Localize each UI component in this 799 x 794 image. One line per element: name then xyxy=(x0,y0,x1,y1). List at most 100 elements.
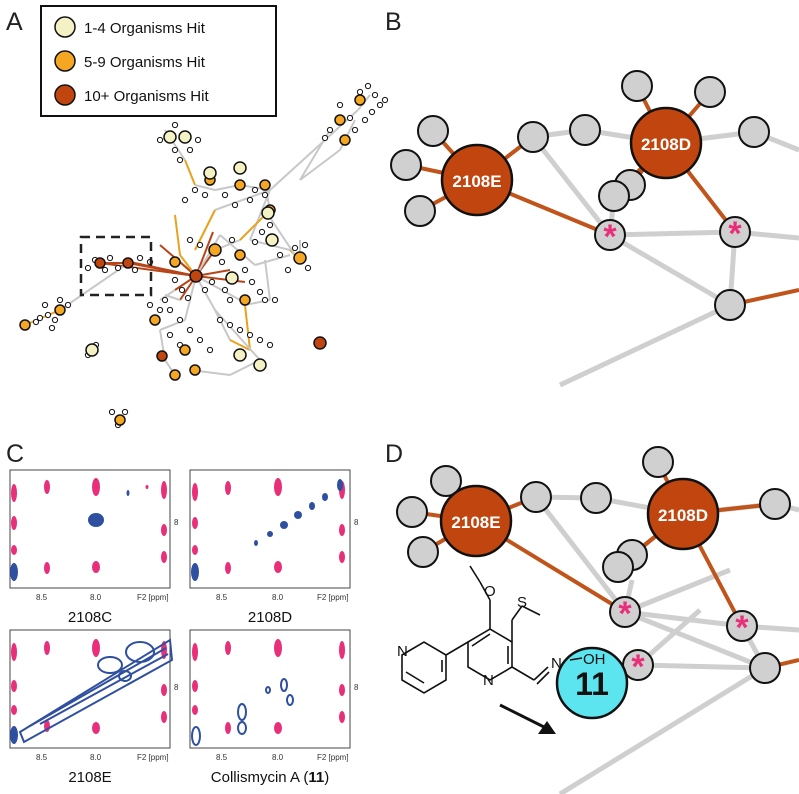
network-node xyxy=(233,161,247,175)
network-node xyxy=(266,221,274,229)
network-edge xyxy=(174,214,181,256)
tick-label: 8.5 xyxy=(36,593,48,602)
network-node xyxy=(336,101,344,109)
network-edge xyxy=(164,294,181,301)
network-node xyxy=(221,286,229,294)
network-node xyxy=(166,331,174,339)
network-node xyxy=(221,191,229,199)
arrow-head-icon xyxy=(538,721,556,734)
network-node xyxy=(171,146,179,154)
network-node xyxy=(225,271,239,285)
network-node xyxy=(186,326,194,334)
network-edge xyxy=(195,275,241,301)
network-node xyxy=(176,316,184,324)
tick-label: 8.0 xyxy=(272,593,284,602)
graph-node xyxy=(407,536,439,568)
spectrum-collismycin-a: 8.5 8.0 F2 [ppm] 8 Collismycin A (11) xyxy=(189,629,359,786)
tick-label: 8.5 xyxy=(216,753,228,762)
node-2108d-label: 2108D xyxy=(641,135,691,154)
network-node xyxy=(94,257,106,269)
network-node xyxy=(364,82,372,90)
network-node xyxy=(181,196,189,204)
panel-label-b: B xyxy=(385,8,402,36)
network-edge xyxy=(194,184,216,191)
graph-node xyxy=(390,149,422,181)
starred-node xyxy=(719,216,751,248)
network-node xyxy=(54,304,66,316)
y-tick-label: 8 xyxy=(354,683,359,692)
network-node xyxy=(201,191,209,199)
tick-label: 8.5 xyxy=(216,593,228,602)
network-node xyxy=(186,236,194,244)
network-node xyxy=(256,288,264,296)
network-node xyxy=(156,306,164,314)
network-zoom-d: * * * 2108E 2108D 11 xyxy=(396,446,799,794)
node-2108d-label: 2108D xyxy=(658,506,708,525)
starred-node xyxy=(594,219,626,251)
network-edge xyxy=(195,234,221,277)
methoxy-oxygen: O xyxy=(484,583,496,600)
f2-label: F2 [ppm] xyxy=(317,593,349,602)
graph-node xyxy=(430,465,462,497)
network-node xyxy=(256,336,264,344)
network-node xyxy=(258,228,266,236)
star-marker: * xyxy=(603,218,617,256)
network-node xyxy=(313,336,327,350)
network-node xyxy=(293,251,307,265)
network-node xyxy=(19,319,31,331)
network-edge xyxy=(195,231,214,277)
network-node xyxy=(169,256,181,268)
network-node xyxy=(234,249,246,261)
nmr-spectra: 8.5 8.0 F2 [ppm] 8 2108C 8.5 8.0 F2 [ppm… xyxy=(9,469,359,786)
network-node xyxy=(226,296,234,304)
network-edge xyxy=(264,259,271,301)
network-node xyxy=(32,318,40,326)
network-node xyxy=(178,130,192,144)
network-edge xyxy=(214,309,231,341)
network-node xyxy=(149,314,161,326)
network-node xyxy=(122,257,134,269)
network-node xyxy=(36,314,44,322)
network-node xyxy=(196,336,204,344)
network-node xyxy=(321,134,329,142)
legend-label-high: 10+ Organisms Hit xyxy=(84,88,209,105)
network-edge xyxy=(214,189,271,211)
node-2108d xyxy=(629,106,703,180)
network-node xyxy=(246,331,254,339)
graph-node xyxy=(714,289,746,321)
network-node xyxy=(231,201,239,209)
f2-label: F2 [ppm] xyxy=(317,753,349,762)
network-edge xyxy=(254,254,291,266)
molecule-structure xyxy=(401,565,583,694)
network-node xyxy=(169,369,181,381)
network-node xyxy=(146,301,154,309)
tick-label: 8.5 xyxy=(36,753,48,762)
f2-label: F2 [ppm] xyxy=(137,593,169,602)
legend-marker-high xyxy=(54,84,76,106)
network-node xyxy=(266,341,274,349)
network-node xyxy=(253,358,267,372)
network-node xyxy=(208,278,216,286)
network-node xyxy=(203,166,217,180)
network-node xyxy=(228,236,236,244)
network-node xyxy=(261,191,269,199)
node-compound-11 xyxy=(555,646,629,720)
spectrum-caption: 2108D xyxy=(248,609,292,626)
star-marker: * xyxy=(631,648,645,686)
network-node xyxy=(233,348,247,362)
network-node xyxy=(84,264,92,272)
network-node xyxy=(206,346,214,354)
star-marker: * xyxy=(728,215,742,253)
network-node xyxy=(131,266,139,274)
panel-label-a: A xyxy=(6,8,23,36)
network-node xyxy=(346,114,354,122)
network-node xyxy=(41,301,49,309)
spectrum-caption: 2108E xyxy=(68,769,111,786)
network-node xyxy=(368,108,376,116)
network-edge xyxy=(127,262,197,277)
spectrum-2108c: 8.5 8.0 F2 [ppm] 8 2108C xyxy=(9,469,179,626)
graph-node xyxy=(569,114,601,146)
tick-label: 8.0 xyxy=(90,753,102,762)
network-node xyxy=(246,196,254,204)
